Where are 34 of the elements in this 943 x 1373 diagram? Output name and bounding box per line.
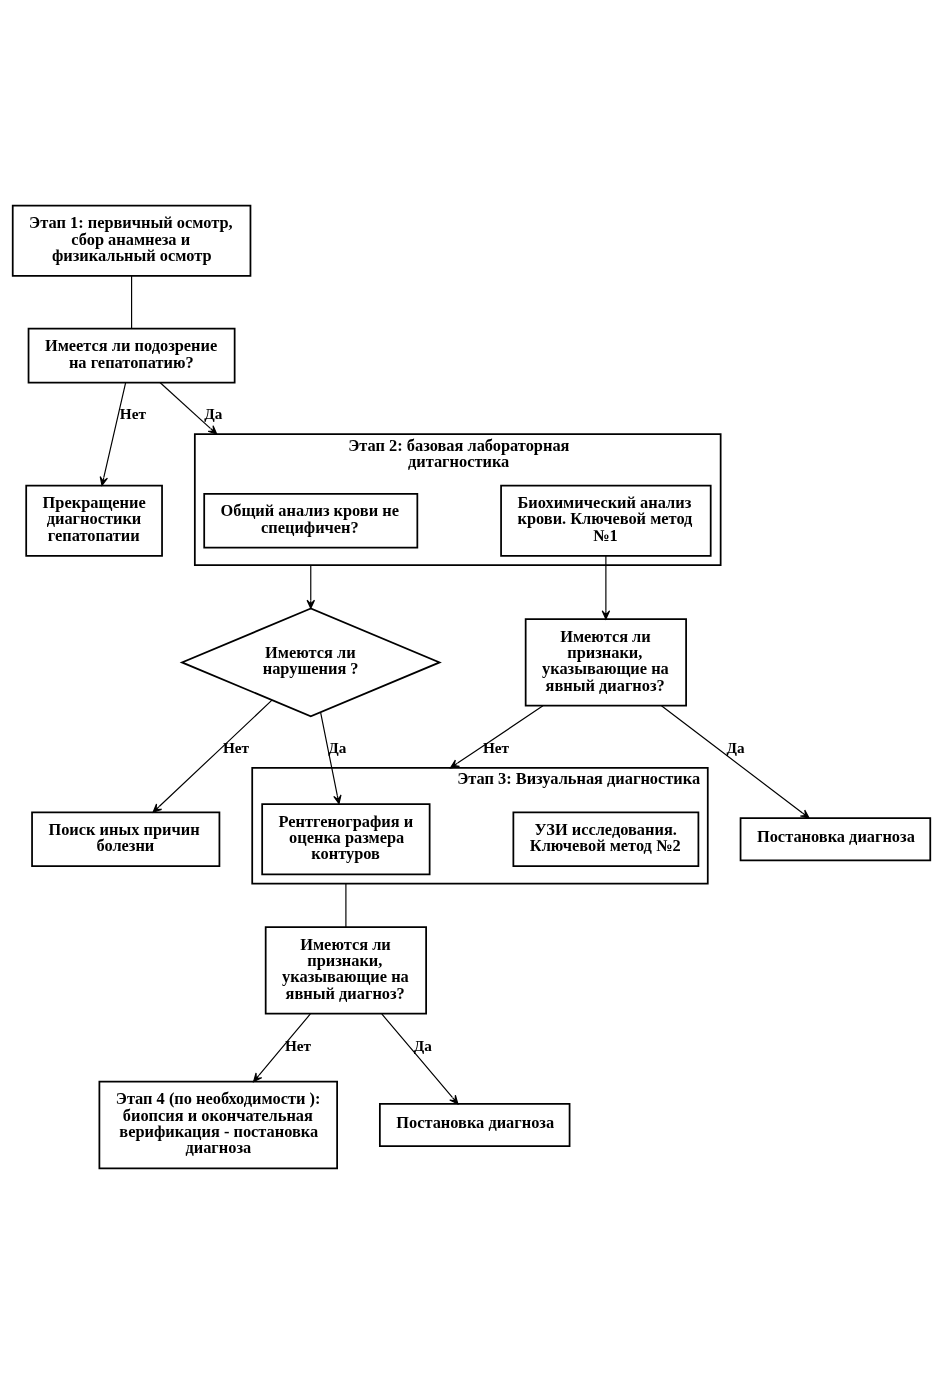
connector <box>345 882 347 928</box>
edge-label: Да <box>413 1036 432 1053</box>
arrow <box>660 704 810 819</box>
arrow <box>99 381 127 486</box>
edge-label: Да <box>726 738 745 756</box>
node-box: Постановка диагноза <box>379 1102 571 1147</box>
node-box: УЗИ исследования. Ключевой метод №2 <box>512 810 700 867</box>
arrow <box>601 554 611 620</box>
arrow <box>381 1012 459 1104</box>
node-box: Рентгенография и оценка размера контуров <box>261 802 431 875</box>
arrow <box>306 564 316 609</box>
node-box: Имеется ли подозрение на гепатопатию? <box>27 327 236 383</box>
edge-label: Да <box>328 738 347 756</box>
arrow <box>152 699 273 813</box>
edge-label: Нет <box>222 738 250 756</box>
connector <box>131 274 133 329</box>
edge-label: Нет <box>119 404 146 422</box>
edge-label: Да <box>204 404 223 422</box>
node-box: Имеются ли признаки, указывающие на явный диагноз? <box>524 617 687 707</box>
arrow <box>253 1012 311 1082</box>
node-box: Этап 4 (по необходимости ): биопсия и окончательная верификация - постановка диагноза <box>98 1080 338 1169</box>
arrow <box>320 711 342 804</box>
edge-label: Нет <box>285 1036 312 1053</box>
arrow <box>159 381 218 435</box>
node-box: Поиск иных причин болезни <box>31 810 221 867</box>
arrow <box>450 704 544 768</box>
edge-label: Нет <box>482 738 509 756</box>
node-box: Этап 1: первичный осмотр, сбор анамнеза и физикальный осмотр <box>11 204 252 277</box>
node-diamond: Имеются ли нарушения ? <box>179 607 442 717</box>
node-box: Общий анализ крови не специфичен? <box>203 492 419 548</box>
node-box: Постановка диагноза <box>739 816 932 861</box>
node-box: Биохимический анализ крови. Ключевой метод №1 <box>500 484 712 557</box>
node-box: Имеются ли признаки, указывающие на явный диагноз? <box>264 925 427 1015</box>
node-box: Прекращение диагностики гепатопатии <box>25 484 163 557</box>
